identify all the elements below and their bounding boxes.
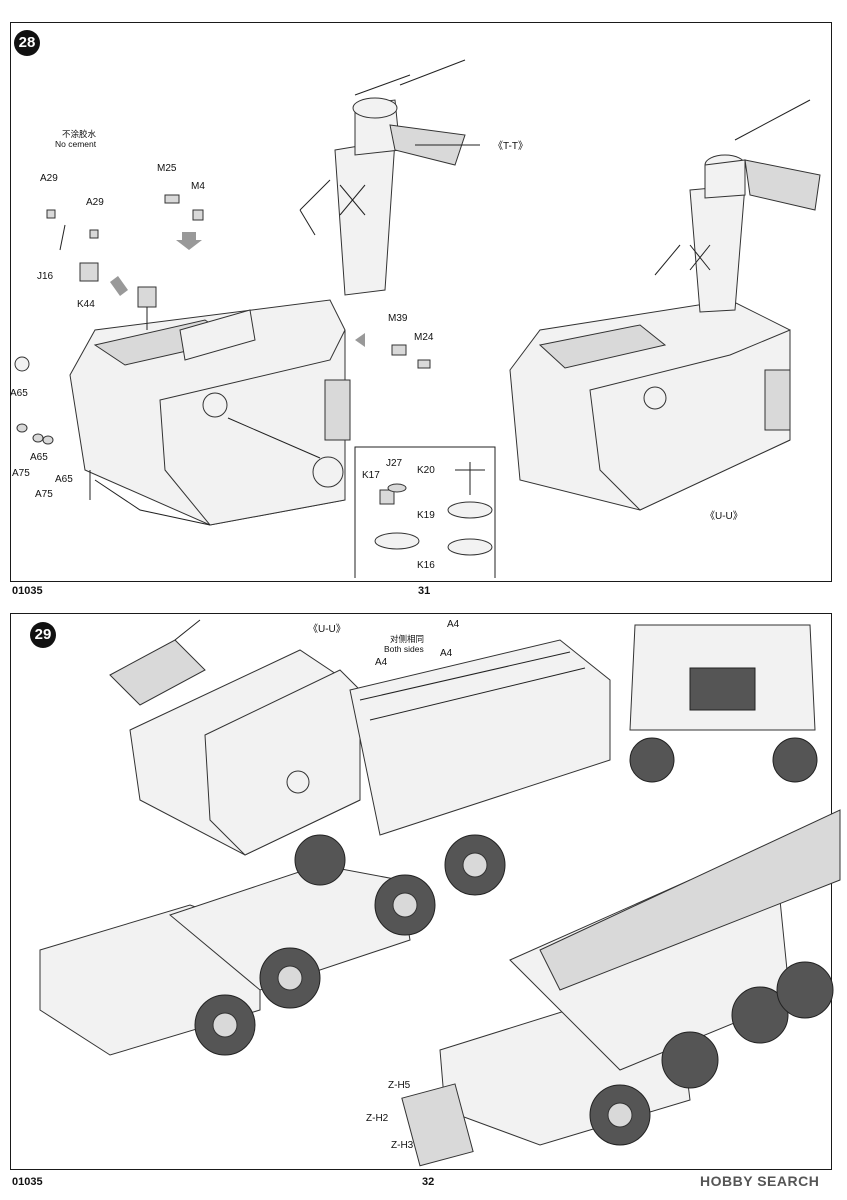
part-label-k16: K16: [417, 560, 435, 571]
both-sides-note-en: Both sides: [384, 644, 424, 654]
product-code-top: 01035: [12, 585, 43, 597]
part-label-k44: K44: [77, 299, 95, 310]
step-29-panel: [10, 613, 832, 1170]
page-number-top: 31: [418, 585, 431, 597]
part-label-a65-top: A65: [10, 388, 28, 399]
part-label-k17: K17: [362, 470, 380, 481]
product-code-bottom: 01035: [12, 1176, 43, 1188]
part-label-a4-right: A4: [447, 619, 460, 630]
part-label-zh2: Z-H2: [366, 1113, 389, 1124]
part-label-m25: M25: [157, 163, 177, 174]
part-label-j27: J27: [386, 458, 403, 469]
part-label-zh5: Z-H5: [388, 1080, 411, 1091]
both-sides-note-cn: 对侧相同: [390, 634, 425, 644]
view-label-tt: 《T-T》: [493, 141, 528, 152]
part-label-a65-bottom: A65: [55, 474, 73, 485]
part-label-a4-left: A4: [375, 657, 388, 668]
no-cement-note-en: No cement: [55, 139, 97, 149]
page-number-bottom: 32: [422, 1176, 435, 1188]
step-number-28: 28: [14, 30, 40, 56]
part-label-m39: M39: [388, 313, 408, 324]
step-number-29: 29: [30, 622, 56, 648]
hobby-search-watermark: HOBBY SEARCH: [700, 1173, 820, 1189]
part-label-j16: J16: [37, 271, 54, 282]
part-label-a65-mid: A65: [30, 452, 48, 463]
part-label-zh3: Z-H3: [391, 1140, 414, 1151]
view-label-uu-28: 《U-U》: [705, 511, 743, 522]
view-label-uu-29: 《U-U》: [308, 624, 346, 635]
part-label-k19: K19: [417, 510, 435, 521]
part-label-m4: M4: [191, 181, 205, 192]
part-label-m24: M24: [414, 332, 434, 343]
part-label-a29-left: A29: [40, 173, 58, 184]
part-label-a4-mid: A4: [440, 648, 453, 659]
part-label-k20: K20: [417, 465, 435, 476]
part-label-a75-upper: A75: [12, 468, 30, 479]
no-cement-note-cn: 不涂胶水: [62, 129, 97, 139]
part-label-a75-lower: A75: [35, 489, 53, 500]
part-label-a29-right: A29: [86, 197, 104, 208]
